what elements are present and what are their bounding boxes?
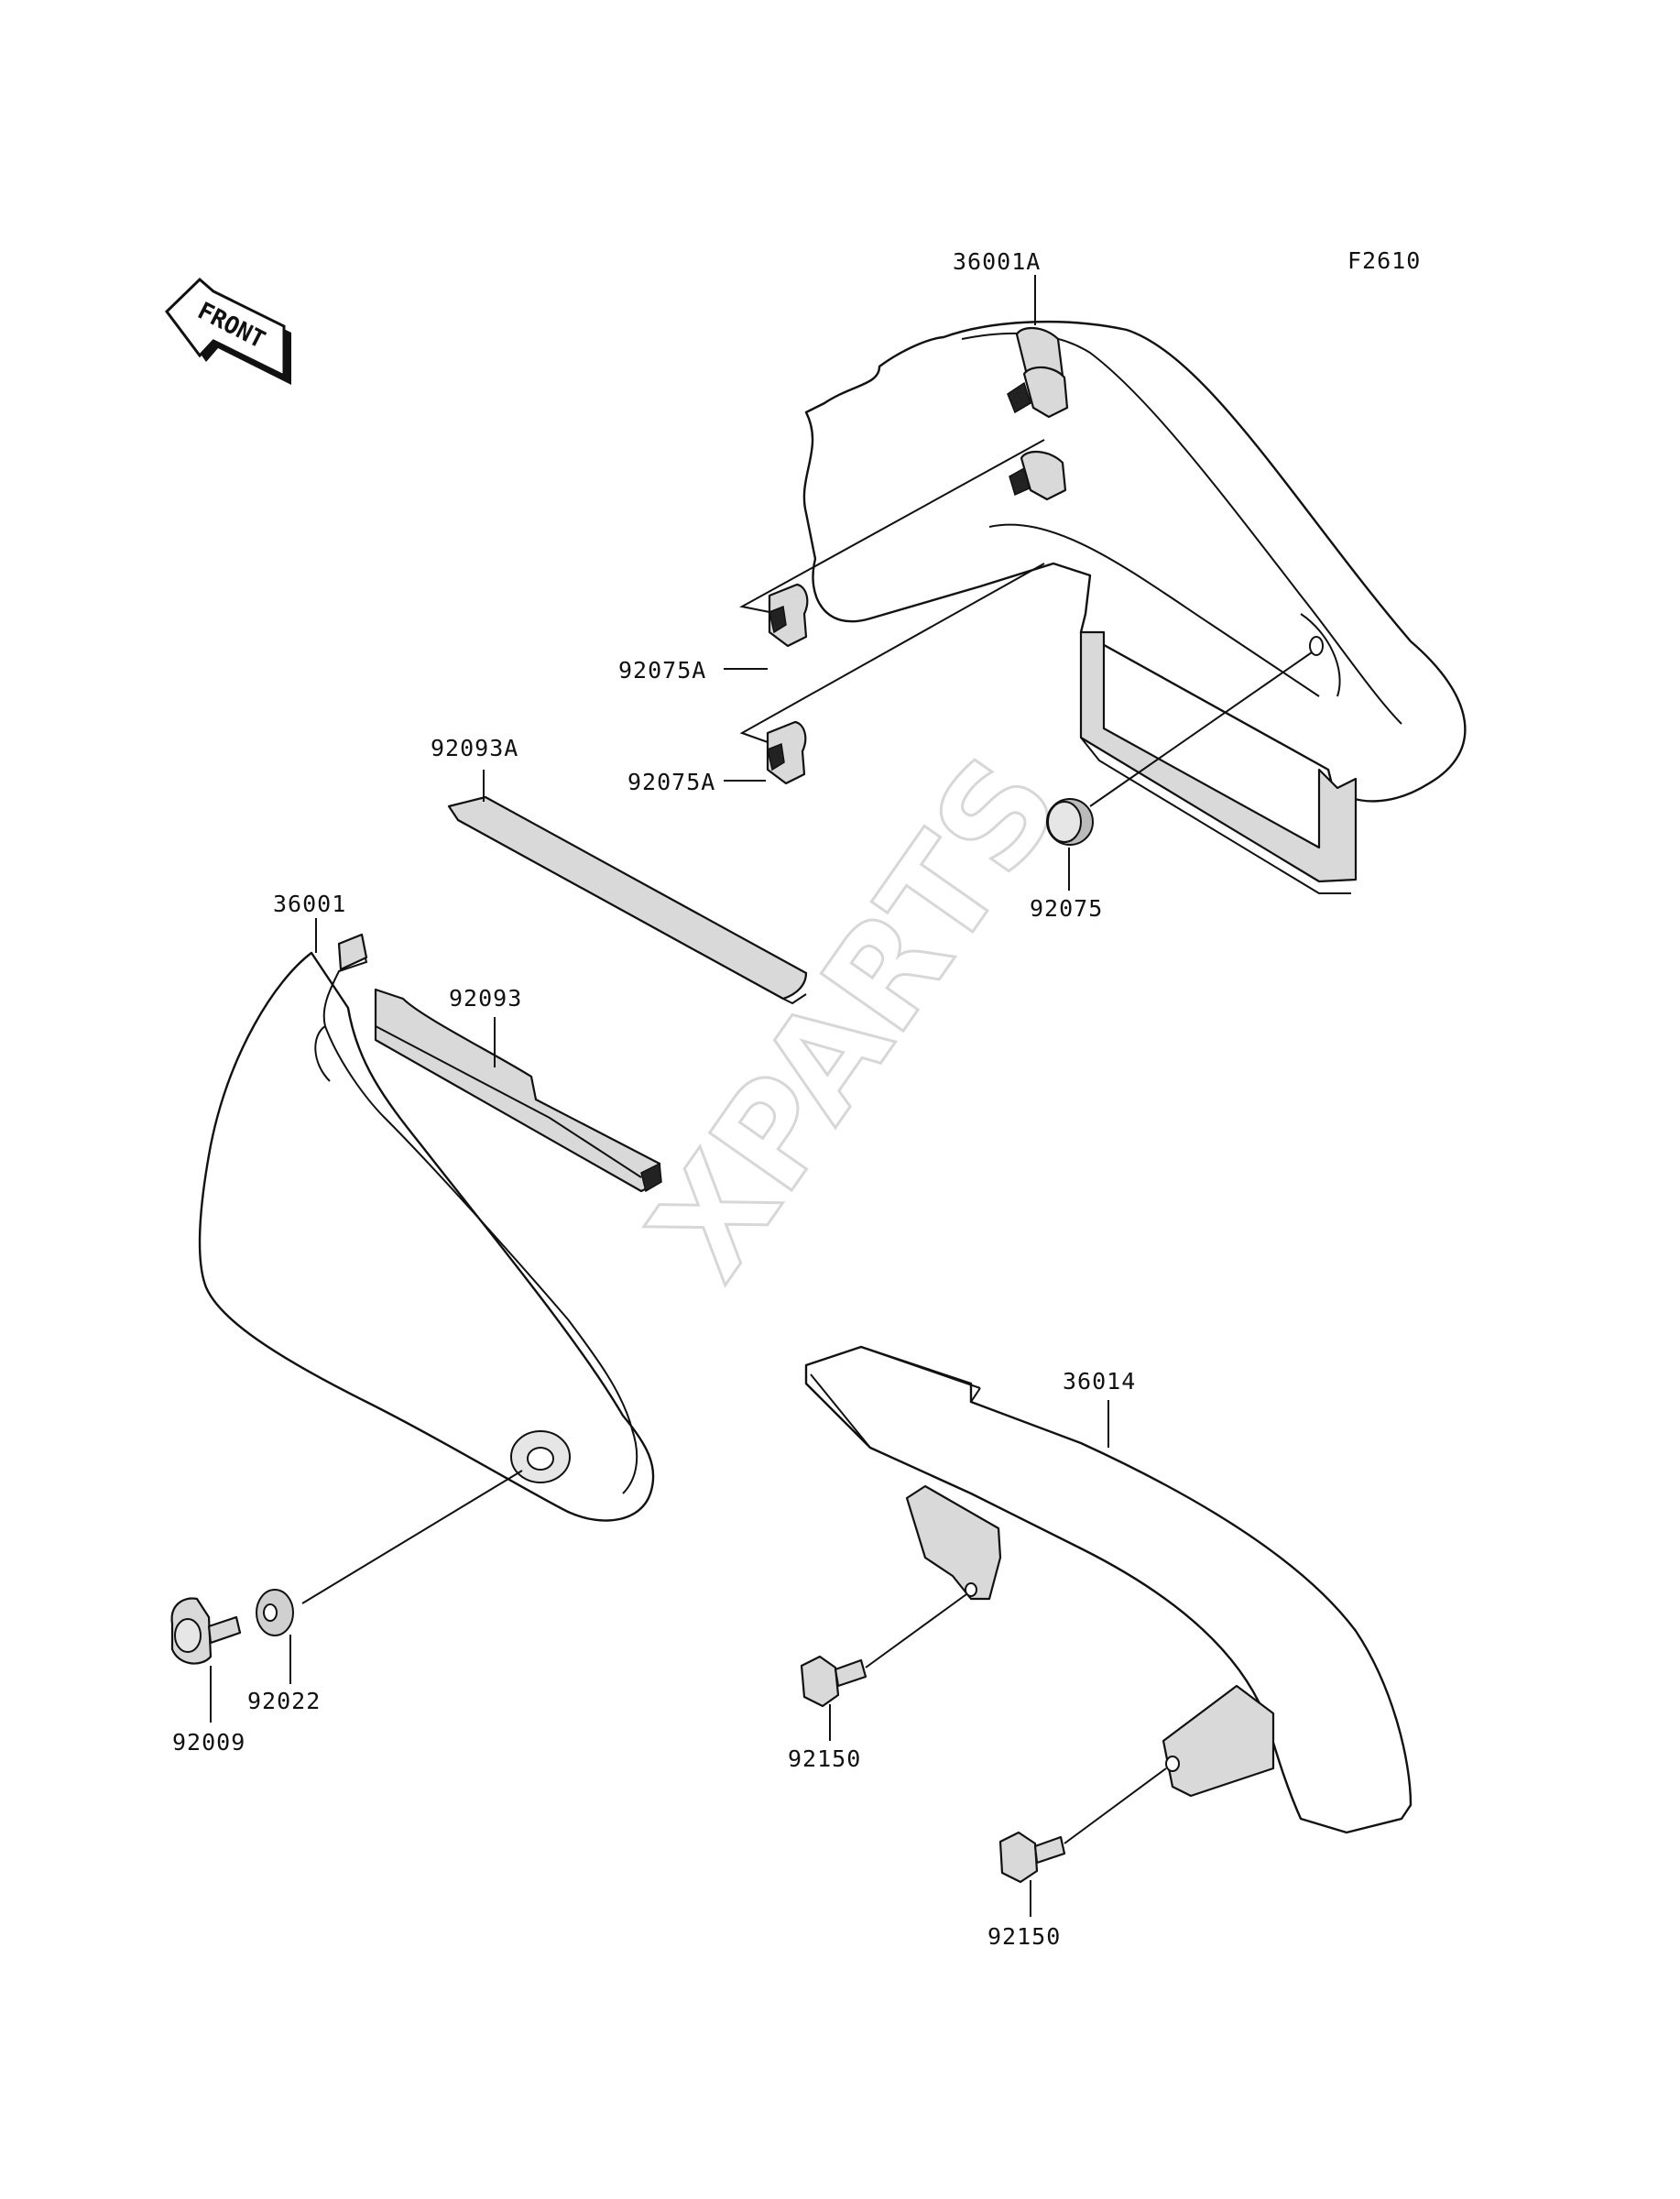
watermark: XPARTS: [620, 729, 1091, 1307]
part-92150-bolt-lower: [998, 1831, 1066, 1884]
part-92075-grommet: [1046, 798, 1094, 846]
part-92150-bolt-upper: [800, 1655, 867, 1708]
part-92093-strip: [374, 988, 662, 1193]
label-36014: 36014: [1063, 1368, 1136, 1395]
front-arrow-icon: FRONT: [165, 277, 291, 385]
label-92150-upper: 92150: [788, 1745, 861, 1772]
label-36001A: 36001A: [953, 248, 1041, 275]
part-92093A-strip: [447, 795, 808, 1005]
label-92022: 92022: [247, 1688, 321, 1714]
part-36014-chain-guard: [804, 1345, 1413, 1834]
label-92150-lower: 92150: [987, 1923, 1061, 1950]
part-36001A-cover: [802, 320, 1467, 894]
label-92093A: 92093A: [431, 735, 518, 761]
part-92075A-clip-lower: [766, 720, 807, 785]
label-92075A-lower: 92075A: [627, 769, 715, 795]
label-92009: 92009: [172, 1729, 245, 1756]
part-92009-bolt: [170, 1597, 242, 1665]
label-92075A-upper: 92075A: [618, 657, 706, 684]
part-92075A-clip-upper: [768, 583, 809, 648]
label-92075: 92075: [1030, 895, 1103, 922]
part-92022-washer: [256, 1589, 294, 1636]
diagram-code: F2610: [1347, 247, 1421, 274]
part-36001-cover: [198, 933, 655, 1522]
label-36001: 36001: [273, 891, 346, 917]
label-92093: 92093: [449, 985, 522, 1012]
